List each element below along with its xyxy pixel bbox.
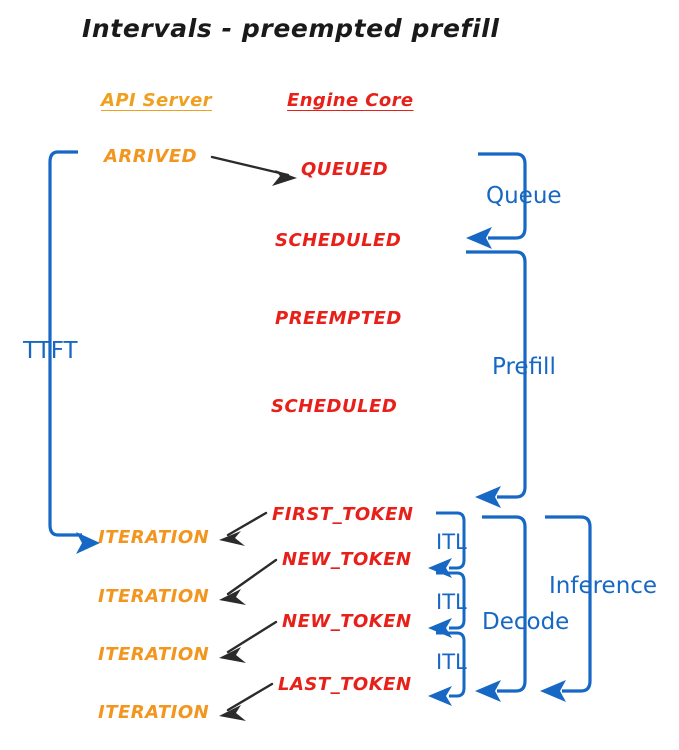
state-iteration-2: ITERATION: [98, 586, 210, 607]
state-preempted: PREEMPTED: [275, 308, 402, 329]
interval-label-itl-2: ITL: [436, 590, 467, 614]
bracket-prefill: [466, 250, 527, 508]
page-title: Intervals - preempted prefill: [82, 14, 500, 43]
arrow-new-token-1-to-iteration: [219, 558, 278, 605]
state-new-token-1: NEW_TOKEN: [282, 549, 412, 570]
interval-label-itl-1: ITL: [436, 530, 467, 554]
interval-label-itl-3: ITL: [436, 650, 467, 674]
arrow-first-token-to-iteration: [219, 511, 268, 546]
interval-label-ttft: TTFT: [23, 338, 78, 364]
interval-label-prefill: Prefill: [492, 354, 556, 380]
state-arrived: ARRIVED: [104, 146, 198, 167]
state-first-token: FIRST_TOKEN: [272, 504, 414, 525]
state-iteration-4: ITERATION: [98, 702, 210, 723]
state-scheduled-2: SCHEDULED: [271, 396, 398, 417]
state-new-token-2: NEW_TOKEN: [282, 611, 412, 632]
state-scheduled-1: SCHEDULED: [275, 230, 402, 251]
column-header-engine-core: Engine Core: [287, 90, 414, 111]
state-last-token: LAST_TOKEN: [278, 674, 412, 695]
arrow-last-token-to-iteration: [219, 682, 274, 721]
arrow-new-token-2-to-iteration: [219, 620, 278, 663]
column-header-api-server: API Server: [101, 90, 212, 111]
state-queued: QUEUED: [301, 159, 389, 180]
arrow-arrived-to-queued: [210, 155, 297, 186]
state-iteration-3: ITERATION: [98, 644, 210, 665]
state-iteration-1: ITERATION: [98, 527, 210, 548]
interval-label-decode: Decode: [482, 609, 570, 635]
interval-label-inference: Inference: [549, 573, 658, 599]
interval-label-queue: Queue: [486, 183, 562, 209]
